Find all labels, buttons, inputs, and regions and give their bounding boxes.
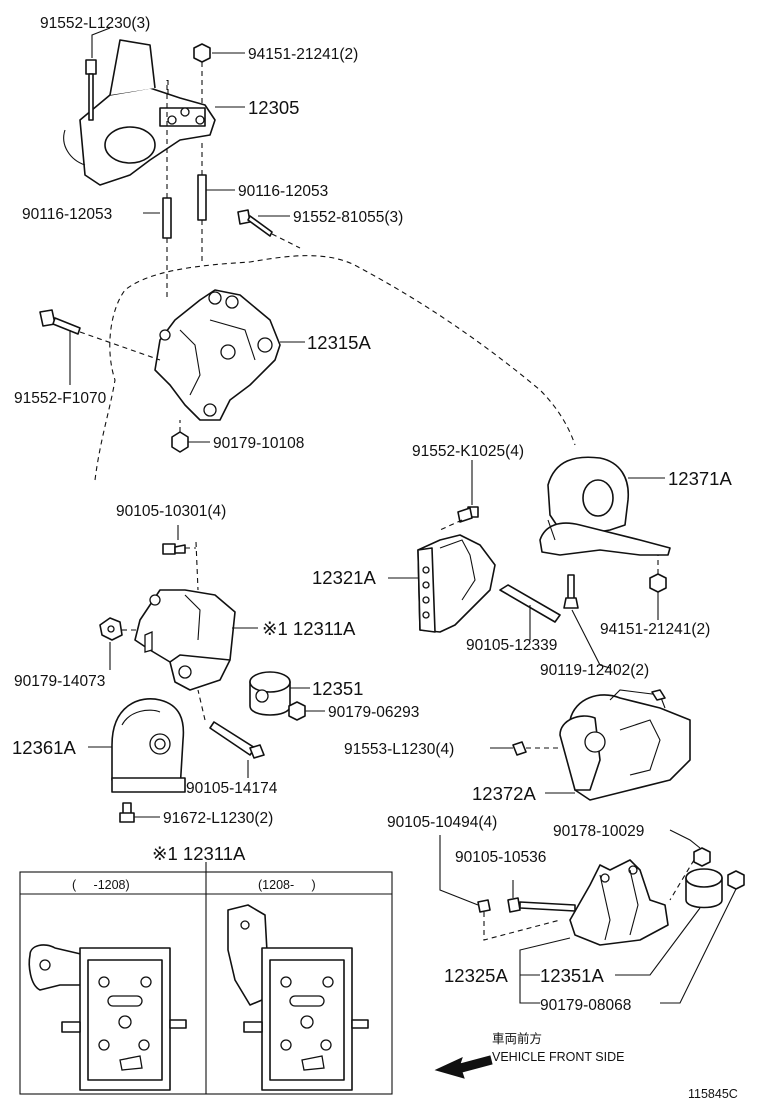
- part-12351-bushing: [249, 671, 310, 716]
- label-90105-12339: 90105-12339: [466, 637, 557, 654]
- bolt-91552-L1230: [85, 27, 111, 121]
- label-12305: 12305: [248, 97, 299, 118]
- label-90178-10029: 90178-10029: [553, 823, 644, 840]
- label-91552-81055: 91552-81055(3): [293, 209, 403, 226]
- direction-label-jp: 車両前方: [492, 1031, 542, 1046]
- label-90116-12053-left: 90116-12053: [22, 206, 112, 223]
- label-12325A: 12325A: [444, 965, 508, 986]
- label-90105-10301: 90105-10301(4): [116, 503, 226, 520]
- nut-90179-14073: [99, 617, 140, 670]
- nut-94151-21241-top: [193, 43, 245, 105]
- inset-col-left: ( -1208): [72, 878, 130, 892]
- bolt-90105-10536: [507, 880, 576, 913]
- label-90179-06293: 90179-06293: [328, 704, 419, 721]
- nut-90178-10029: [669, 829, 711, 901]
- label-12351A: 12351A: [540, 965, 604, 986]
- bolt-91552-K1025: [439, 460, 479, 531]
- inset-left-bracket: [28, 944, 187, 1091]
- part-12372A-mount: [545, 689, 691, 801]
- direction-label-en: VEHICLE FRONT SIDE: [492, 1050, 624, 1064]
- label-90116-12053-right: 90116-12053: [238, 183, 328, 200]
- inset-right-bracket: [227, 904, 369, 1091]
- bolt-90105-14174: [197, 689, 265, 778]
- bolt-90105-12339: [499, 584, 561, 640]
- label-90179-08068: 90179-08068: [540, 997, 631, 1014]
- vehicle-front-arrow: [434, 1055, 493, 1079]
- part-12361A-mount: [88, 698, 186, 793]
- label-91553-L1230: 91553-L1230(4): [344, 741, 454, 758]
- bolt-91552-F1070: [39, 309, 161, 385]
- bolt-90119-12402: [563, 574, 611, 669]
- inset-table: [19, 862, 393, 1095]
- diagram-reference-number: 115845C: [688, 1087, 738, 1101]
- inset-col-right: (1208- ): [258, 878, 316, 892]
- bolt-90105-10494: [439, 835, 561, 941]
- part-12351A-bushing: [685, 868, 723, 909]
- part-12321A-bracket: [388, 534, 496, 633]
- bolt-91552-81055: [237, 209, 301, 249]
- label-90105-14174: 90105-14174: [186, 780, 278, 797]
- leaders-bottom-right: [519, 888, 737, 1004]
- label-90179-14073: 90179-14073: [14, 673, 105, 690]
- nut-94151-21241-right: [649, 555, 667, 620]
- nut-90179-10108: [171, 420, 210, 453]
- nut-90179-08068: [727, 870, 745, 890]
- part-12315A-bracket: [154, 289, 305, 421]
- inset-title: ※1 12311A: [152, 843, 246, 864]
- label-90105-10494: 90105-10494(4): [387, 814, 497, 831]
- part-12305-mount: [63, 39, 216, 186]
- engine-outline: [94, 80, 576, 481]
- label-12311A: ※1 12311A: [262, 618, 356, 639]
- bolt-91553-L1230: [490, 741, 560, 756]
- part-12325A-bracket: [569, 859, 669, 946]
- label-12351: 12351: [312, 678, 363, 699]
- part-12371A-mount: [539, 456, 671, 556]
- label-91672-L1230: 91672-L1230(2): [163, 810, 273, 827]
- nut-90179-06293: [288, 701, 325, 721]
- bolt-91672-L1230: [119, 802, 160, 823]
- label-90119-12402: 90119-12402(2): [540, 662, 649, 679]
- label-90105-10536: 90105-10536: [455, 849, 546, 866]
- bolt-90105-10301: [162, 525, 196, 555]
- label-12361A: 12361A: [12, 737, 76, 758]
- part-12311A-bracket: [134, 541, 258, 691]
- label-12315A: 12315A: [307, 332, 371, 353]
- label-12321A: 12321A: [312, 567, 376, 588]
- label-12372A: 12372A: [472, 783, 536, 804]
- label-91552-F1070: 91552-F1070: [14, 390, 107, 407]
- label-12371A: 12371A: [668, 468, 732, 489]
- label-90179-10108: 90179-10108: [213, 435, 304, 452]
- label-91552-K1025: 91552-K1025(4): [412, 443, 524, 460]
- label-94151-21241-top: 94151-21241(2): [248, 46, 358, 63]
- label-91552-L1230: 91552-L1230(3): [40, 15, 150, 32]
- label-94151-21241-right: 94151-21241(2): [600, 621, 710, 638]
- studs-90116-12053: [143, 80, 245, 300]
